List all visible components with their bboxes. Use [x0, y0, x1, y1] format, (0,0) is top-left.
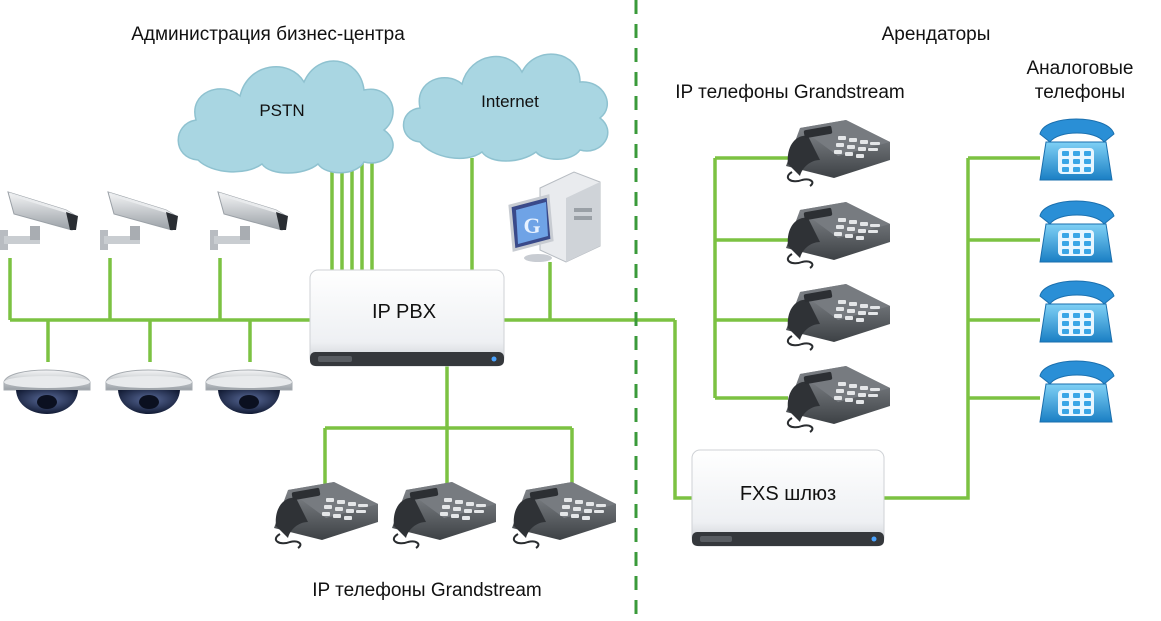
ip-phone-icon: [391, 481, 497, 549]
fxs-gateway-device: FXS шлюз: [691, 449, 885, 547]
ip-phone-icon: [511, 481, 617, 549]
dome-camera-icon: [3, 369, 91, 415]
analog-phone-icon: [1039, 280, 1115, 343]
bullet-camera-icon: [0, 191, 79, 251]
fxs-gateway-label: FXS шлюз: [740, 483, 836, 505]
ip-phone-icon: [785, 119, 891, 187]
ip-phones-bottom-label: IP телефоны Grandstream: [312, 580, 541, 601]
internet-cloud: Internet: [402, 53, 609, 162]
dome-camera-icon: [205, 369, 293, 415]
server-computer-icon: G: [508, 171, 601, 263]
analog-phone-icon: [1039, 360, 1115, 423]
bullet-camera-icon: [209, 191, 289, 251]
analog-phones-label-line2: телефоны: [1035, 82, 1125, 103]
dome-camera-icon: [105, 369, 193, 415]
ip-pbx-label: IP PBX: [372, 301, 436, 323]
server-logo-letter: G: [523, 213, 540, 238]
ip-phones-top-label: IP телефоны Grandstream: [675, 82, 904, 103]
ip-phone-icon: [785, 283, 891, 351]
admin-section-title: Администрация бизнес-центра: [131, 24, 405, 45]
analog-phone-icon: [1039, 118, 1115, 181]
pstn-label: PSTN: [259, 101, 304, 120]
internet-label: Internet: [481, 92, 539, 111]
ip-pbx-device: IP PBX: [309, 269, 505, 367]
ip-phone-icon: [785, 201, 891, 269]
bullet-camera-icon: [99, 191, 179, 251]
analog-phone-icon: [1039, 200, 1115, 263]
pstn-cloud: PSTN: [177, 60, 394, 174]
ip-phone-icon: [785, 365, 891, 433]
tenants-section-title: Арендаторы: [882, 24, 991, 45]
network-links: [8, 156, 1040, 500]
ip-phone-icon: [273, 481, 379, 549]
analog-phones-label-line1: Аналоговые: [1027, 58, 1134, 79]
